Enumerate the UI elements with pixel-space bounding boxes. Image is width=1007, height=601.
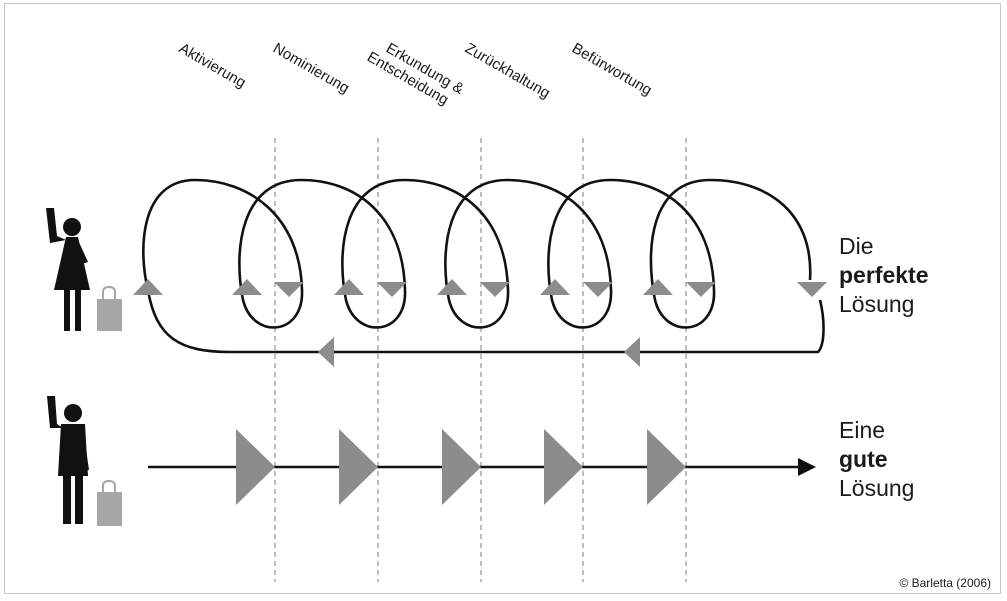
phase-label-activation: Aktivierung xyxy=(176,40,249,92)
arrow-left-marker xyxy=(624,337,640,367)
man-icon xyxy=(47,396,89,524)
diagram-frame xyxy=(4,3,1001,594)
arrow-right-marker xyxy=(544,429,583,505)
phase-label-exploration: Erkundung & Entscheidung xyxy=(364,34,470,115)
arrow-up-marker xyxy=(540,279,570,295)
woman-icon xyxy=(46,208,90,331)
phase-dividers xyxy=(274,138,687,582)
perfect-solution-line1: Die xyxy=(839,233,874,259)
phase-label-restraint: Zurückhaltung xyxy=(462,40,553,102)
arrow-down-marker xyxy=(480,282,510,297)
arrow-up-marker xyxy=(334,279,364,295)
good-solution-line2: gute xyxy=(839,446,888,472)
arrow-right-marker xyxy=(236,429,275,505)
loop-arrows xyxy=(133,279,827,367)
phase-label-nomination: Nominierung xyxy=(270,40,352,97)
arrow-right-marker xyxy=(442,429,481,505)
arrow-down-marker xyxy=(583,282,613,297)
arrow-down-marker xyxy=(797,282,827,297)
arrow-down-marker xyxy=(274,282,304,297)
perfect-solution-loop-path xyxy=(142,178,825,354)
good-solution-line1: Eine xyxy=(839,417,886,443)
shopping-bag-icon xyxy=(97,479,122,526)
arrow-up-marker xyxy=(643,279,673,295)
arrow-left-marker xyxy=(318,337,334,367)
good-solution-line3: Lösung xyxy=(839,475,915,501)
good-solution-path xyxy=(148,429,816,505)
arrow-right-marker xyxy=(647,429,686,505)
arrow-up-marker xyxy=(232,279,262,295)
perfect-solution-line3: Lösung xyxy=(839,291,915,317)
arrow-down-marker xyxy=(686,282,716,297)
good-solution-label: Eine gute Lösung xyxy=(839,416,914,503)
arrow-up-marker xyxy=(133,279,163,295)
copyright-credit: © Barletta (2006) xyxy=(899,576,991,590)
shopping-bag-icon xyxy=(97,285,122,331)
arrowhead-icon xyxy=(798,458,816,476)
arrow-up-marker xyxy=(437,279,467,295)
arrow-right-marker xyxy=(339,429,378,505)
phase-label-advocacy: Befürwortung xyxy=(569,40,655,99)
arrow-down-marker xyxy=(377,282,407,297)
perfect-solution-label: Die perfekte Lösung xyxy=(839,232,928,319)
phase-labels: Aktivierung Nominierung Erkundung & Ents… xyxy=(176,34,655,115)
perfect-solution-line2: perfekte xyxy=(839,262,929,288)
